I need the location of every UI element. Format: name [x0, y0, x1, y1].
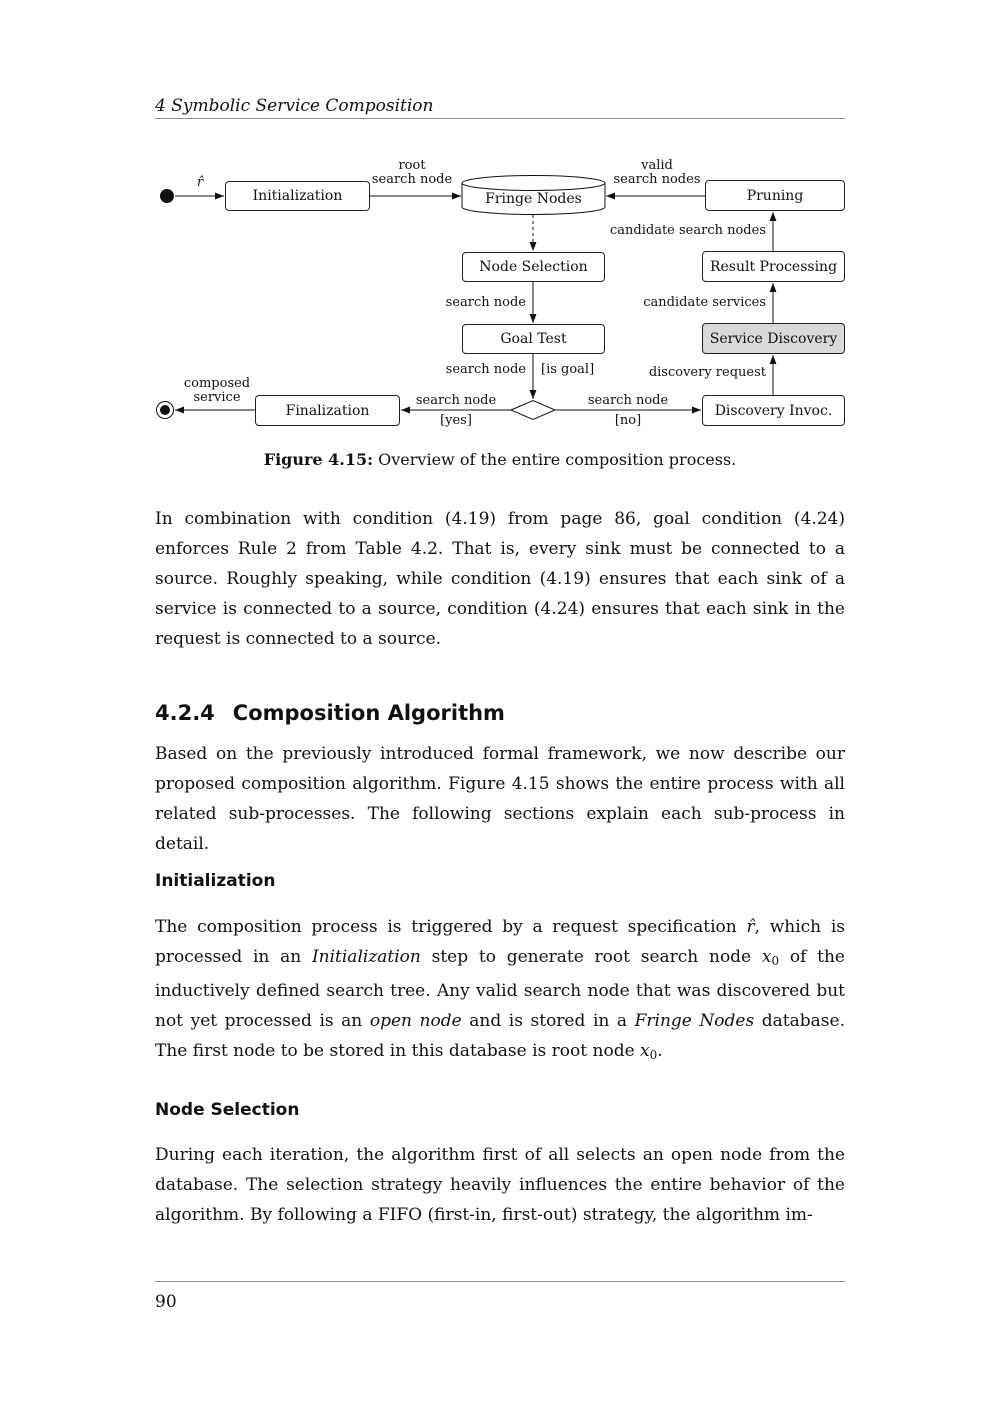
diagram-label-valid-search-nodes: valid search nodes: [595, 159, 719, 187]
text-segment: 0: [771, 954, 780, 968]
diagram-label-candidate-services: candidate services: [643, 295, 766, 310]
running-header: 4 Symbolic Service Composition: [155, 96, 845, 116]
diagram-label-search-node-2: search node: [445, 362, 526, 377]
diagram-label-line: valid: [641, 158, 673, 173]
diagram-box-result-processing: Result Processing: [702, 251, 845, 282]
diagram-label-line: composed: [183, 376, 251, 391]
subsection-heading-initialization: Initialization: [155, 871, 276, 891]
diagram-box-initialization: Initialization: [225, 181, 370, 211]
text-segment: step to generate root search node: [420, 947, 762, 967]
text-segment: Initialization: [311, 947, 421, 967]
diagram-label-search-node-1: search node: [445, 295, 526, 310]
figure-diagram: Initialization Fringe Nodes Pruning Node…: [150, 158, 850, 436]
text-segment: of the inductively defined search tree. …: [155, 947, 845, 1031]
fringe-cylinder-icon: [461, 175, 606, 215]
diagram-box-finalization: Finalization: [255, 395, 400, 426]
body-paragraph-2: Based on the previously introduced forma…: [155, 744, 845, 854]
diagram-box-discovery-invoc: Discovery Invoc.: [702, 395, 845, 426]
section-number: 4.2.4: [155, 701, 215, 725]
body-paragraph-1: In combination with condition (4.19) fro…: [155, 509, 845, 649]
diagram-box-goal-test: Goal Test: [462, 324, 605, 354]
text-segment: database. The first node to be stored in…: [155, 1011, 845, 1061]
diagram-box-fringe-nodes: Fringe Nodes: [485, 191, 582, 207]
text-segment: The composition process is triggered by …: [155, 917, 747, 937]
text-segment: r̂: [746, 917, 755, 937]
diagram-label-line: search nodes: [613, 172, 701, 187]
page-number: 90: [155, 1292, 177, 1312]
start-node-icon: [160, 189, 174, 203]
subsection-heading-node-selection: Node Selection: [155, 1100, 300, 1120]
diagram-label-no: [no]: [614, 413, 642, 428]
section-title: Composition Algorithm: [232, 701, 505, 725]
decision-diamond-icon: [509, 399, 557, 421]
diagram-label-search-node-yes: search node: [415, 393, 497, 408]
diagram-canvas: [156, 175, 777, 421]
text-segment: and is stored in a: [461, 1011, 635, 1031]
end-node-icon: [156, 401, 174, 419]
figure-caption: Figure 4.15: Overview of the entire comp…: [155, 450, 845, 469]
text-segment: x: [761, 947, 772, 967]
text-segment: , which is processed in an: [155, 917, 845, 967]
diagram-box-service-discovery: Service Discovery: [702, 323, 845, 354]
body-paragraph-4: During each iteration, the algorithm fir…: [155, 1145, 845, 1225]
diagram-label-yes: [yes]: [440, 413, 472, 428]
diagram-label-line: root: [398, 158, 426, 173]
diagram-label-composed-service: composed service: [167, 377, 267, 405]
diagram-arrows: [175, 192, 777, 414]
section-heading: 4.2.4 Composition Algorithm: [155, 701, 505, 725]
diagram-label-r-hat: r̂: [196, 175, 204, 190]
text-segment: 0: [649, 1048, 658, 1062]
text-segment: .: [657, 1041, 663, 1061]
diagram-label-is-goal: [is goal]: [541, 362, 595, 377]
header-rule: [155, 118, 845, 119]
diagram-box-node-selection: Node Selection: [462, 252, 605, 282]
diagram-label-line: search node: [371, 172, 453, 187]
diagram-label-root-search-node: root search node: [350, 159, 474, 187]
diagram-label-candidate-search-nodes: candidate search nodes: [609, 223, 766, 238]
diagram-label-search-node-no: search node: [587, 393, 669, 408]
text-segment: x: [640, 1041, 650, 1061]
text-segment: Fringe Nodes: [634, 1011, 755, 1031]
figure-caption-text: Overview of the entire composition proce…: [373, 450, 737, 469]
diagram-label-line: service: [193, 390, 241, 405]
diagram-label-discovery-request: discovery request: [648, 365, 766, 380]
running-header-text: 4 Symbolic Service Composition: [155, 96, 434, 116]
text-segment: open node: [369, 1011, 462, 1031]
diagram-box-pruning: Pruning: [705, 180, 845, 211]
footer-rule: [155, 1281, 845, 1282]
figure-caption-label: Figure 4.15:: [263, 450, 374, 469]
body-paragraph-3: The composition process is triggered by …: [155, 912, 845, 1070]
